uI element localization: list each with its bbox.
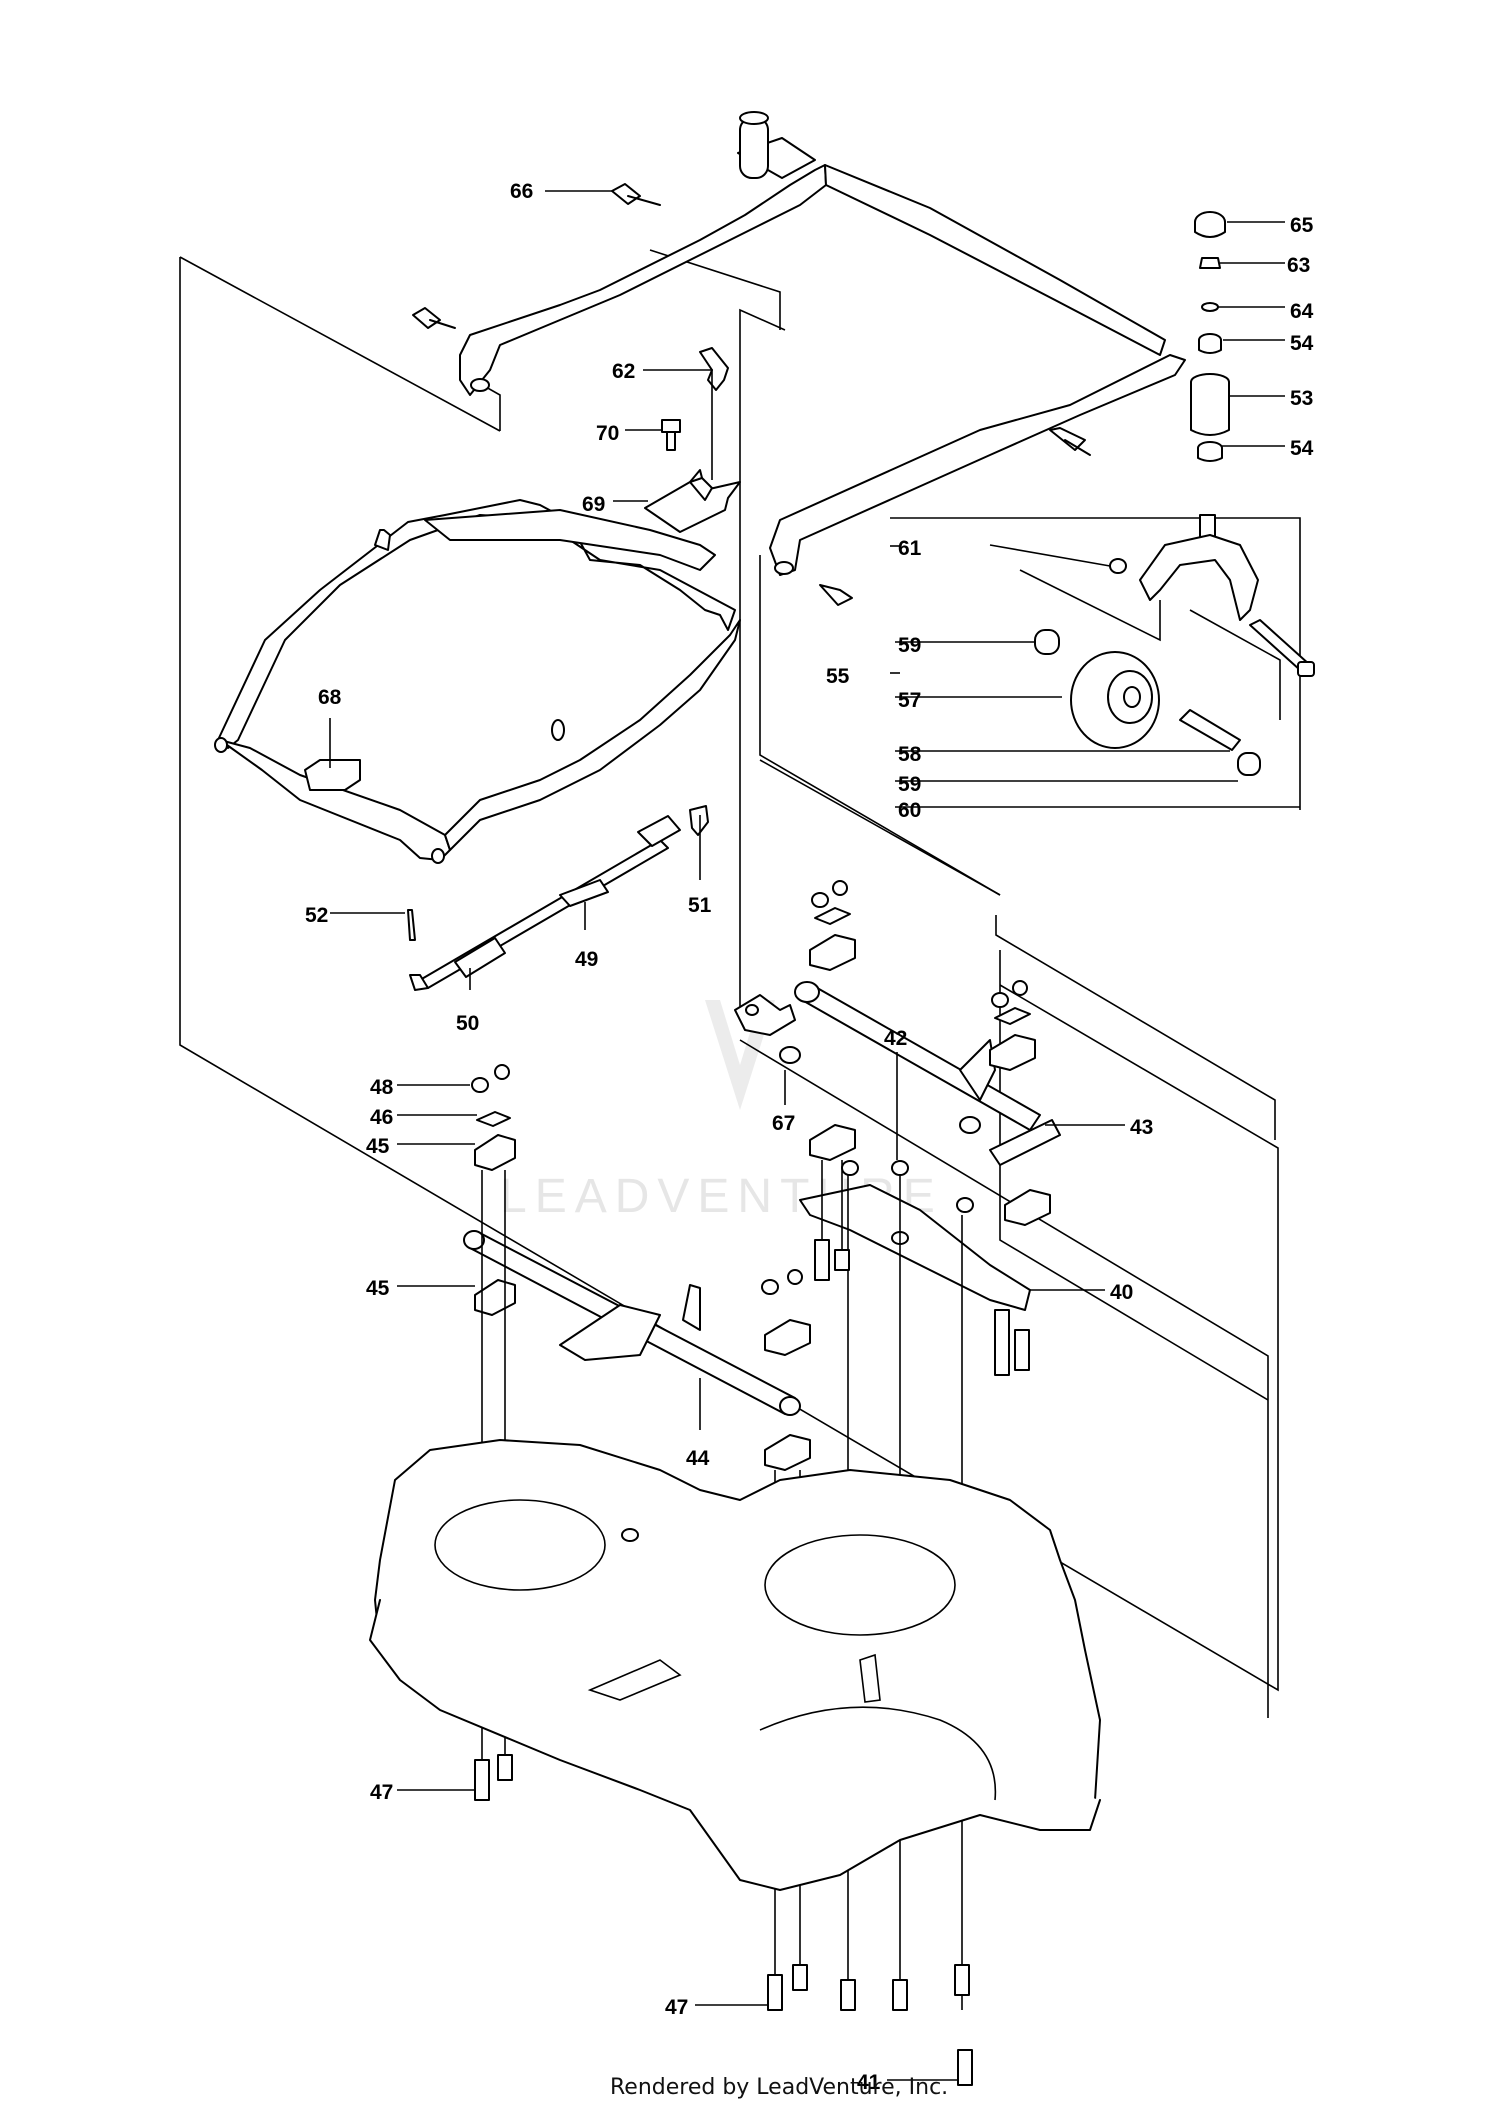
callout-54-bottom: 54: [1290, 437, 1314, 460]
spring-50: [409, 937, 506, 991]
callout-49: 49: [575, 948, 598, 971]
callout-43: 43: [1130, 1116, 1153, 1139]
pin-52: [407, 909, 416, 941]
callout-47-bottom: 47: [665, 1996, 688, 2019]
bolt-70: [661, 419, 681, 451]
callout-42: 42: [884, 1027, 907, 1050]
callout-50: 50: [456, 1012, 479, 1035]
callout-51: 51: [688, 894, 712, 917]
callout-59-top: 59: [898, 634, 921, 657]
pivot-stack: [1190, 211, 1230, 462]
callout-55: 55: [826, 665, 850, 688]
callout-68: 68: [318, 686, 342, 709]
callout-66: 66: [510, 180, 533, 203]
mower-deck: [369, 1439, 1101, 1891]
clip-51: [689, 805, 709, 836]
top-lift-arm: [459, 111, 1166, 396]
frame-lines: [179, 249, 1279, 1718]
callout-44: 44: [686, 1447, 710, 1470]
caster-wheel: [1034, 514, 1315, 776]
callout-45-bottom: 45: [366, 1277, 390, 1300]
callout-53: 53: [1290, 387, 1313, 410]
right-lift-arm: [769, 354, 1186, 606]
footer-credit: Rendered by LeadVenture, Inc.: [610, 2075, 948, 2100]
callout-40: 40: [1110, 1281, 1133, 1304]
bracket-62: [699, 347, 729, 391]
mount-69: [644, 469, 741, 533]
callout-47-left: 47: [370, 1781, 393, 1804]
callout-70: 70: [596, 422, 619, 445]
callout-labels: 66 65 63 64 54 62 53 70 54 69 61 59 55 6…: [305, 180, 1314, 2094]
axle-43: [734, 981, 1061, 1166]
callout-63: 63: [1287, 254, 1310, 277]
callout-46: 46: [370, 1106, 393, 1129]
callout-62: 62: [612, 360, 635, 383]
bolt-66: [412, 183, 661, 329]
callout-64: 64: [1290, 300, 1314, 323]
callout-61: 61: [898, 537, 922, 560]
callout-54-top: 54: [1290, 332, 1314, 355]
lift-frame: [214, 499, 741, 864]
hanger-bracket-40: [799, 1184, 1031, 1311]
callout-69: 69: [582, 493, 605, 516]
callout-67: 67: [772, 1112, 795, 1135]
caster-wheel-assembly-box: [759, 517, 1301, 896]
callout-57: 57: [898, 689, 921, 712]
callout-59-bottom: 59: [898, 773, 921, 796]
callout-65: 65: [1290, 214, 1314, 237]
callout-58: 58: [898, 743, 922, 766]
axle-44: [463, 1230, 801, 1416]
callout-41: 41: [857, 2071, 881, 2094]
callout-45-top: 45: [366, 1135, 390, 1158]
leader-lines: [329, 190, 1300, 2081]
callout-52: 52: [305, 904, 328, 927]
callout-48: 48: [370, 1076, 394, 1099]
callout-60: 60: [898, 799, 921, 822]
